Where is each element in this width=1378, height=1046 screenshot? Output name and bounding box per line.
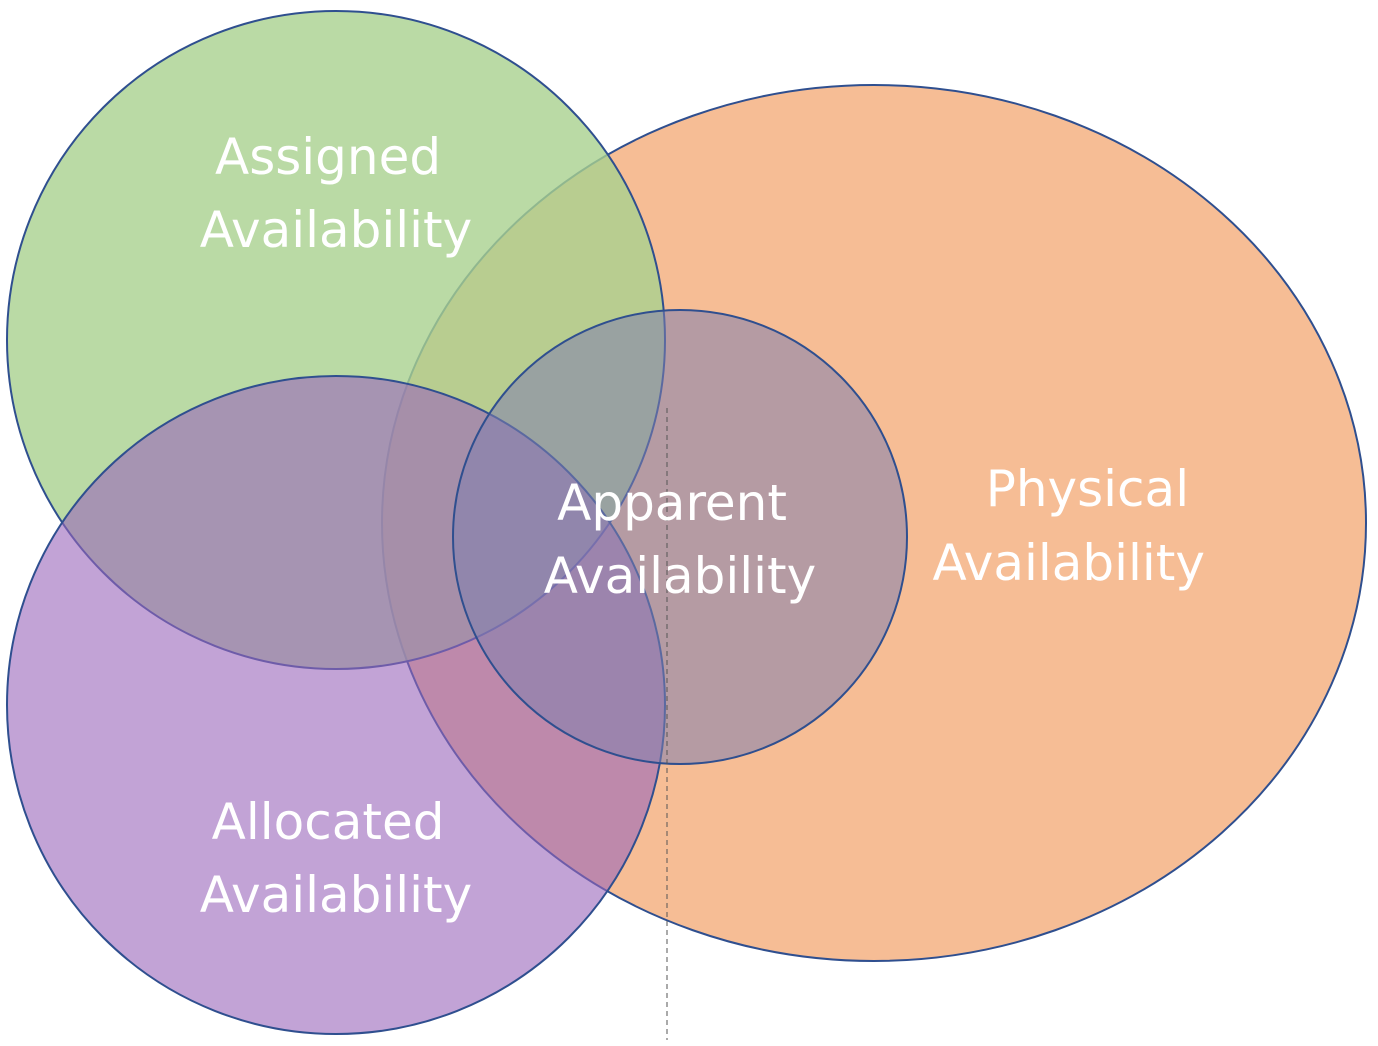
physical-availability-label: Physical Availability [932,460,1205,592]
allocated-label-line-1: Allocated [212,793,445,851]
apparent-availability-set [452,309,908,765]
apparent-label-line-2: Availability [544,547,817,605]
assigned-label-line-1: Assigned [215,128,441,186]
apparent-label-line-1: Apparent [557,474,787,532]
allocated-label-line-2: Availability [200,866,473,924]
physical-label-line-1: Physical [986,460,1189,518]
allocated-availability-label: Allocated Availability [200,793,473,924]
physical-label-line-2: Availability [932,534,1205,592]
apparent-availability-label: Apparent Availability [544,474,817,605]
assigned-availability-label: Assigned Availability [200,128,473,259]
assigned-label-line-2: Availability [200,201,473,259]
